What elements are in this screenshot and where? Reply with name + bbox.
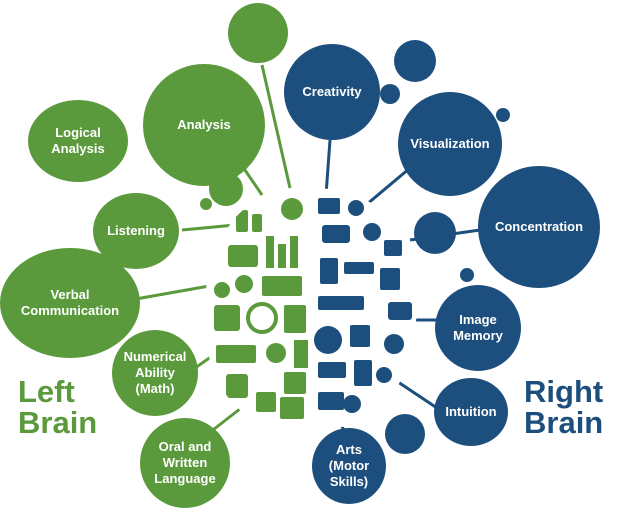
connector-top-green — [260, 64, 292, 189]
bubble-label: Numerical Ability (Math) — [123, 349, 187, 396]
bubble-label: Concentration — [494, 219, 584, 234]
right-brain-heading: Right Brain — [524, 376, 603, 438]
decorative-blue-circle — [394, 40, 436, 82]
first-aid-icon — [284, 372, 306, 394]
bubble-verbal-communication: Verbal Communication — [0, 248, 140, 358]
newspaper-icon — [280, 397, 304, 419]
connector-verbal — [129, 283, 216, 302]
left-brain-heading: Left Brain — [18, 376, 97, 438]
bubble-analysis: Analysis — [143, 64, 265, 186]
decorative-blue-circle — [385, 414, 425, 454]
bubble-label: Verbal Communication — [20, 287, 120, 318]
decorative-blue-dot — [460, 268, 474, 282]
right-brain-heading-line1: Right — [524, 374, 604, 409]
bubble-label: Arts (Motor Skills) — [328, 442, 370, 489]
bubble-logical-analysis: Logical Analysis — [28, 100, 128, 182]
right-brain-heading-line2: Brain — [524, 405, 604, 440]
bubble-label: Listening — [107, 223, 165, 238]
connector-intuition — [394, 378, 441, 412]
decorative-green-dot — [200, 198, 212, 210]
bubble-visualization: Visualization — [398, 92, 502, 196]
bubble-creativity: Creativity — [284, 44, 380, 140]
decorative-blue-circle — [414, 212, 456, 254]
left-brain-heading-line1: Left — [18, 374, 75, 409]
left-brain-hemisphere — [204, 188, 312, 428]
bubble-label: Creativity — [302, 84, 362, 99]
bubble-arts-motor-skills: Arts (Motor Skills) — [312, 428, 386, 504]
bubble-intuition: Intuition — [434, 378, 508, 446]
soccer-ball-icon — [314, 326, 342, 354]
bubble-label: Visualization — [410, 136, 490, 151]
decorative-green-circle — [228, 3, 288, 63]
bubble-label: Image Memory — [453, 312, 503, 343]
right-brain-hemisphere — [312, 188, 417, 428]
bar-chart-icon — [290, 236, 298, 268]
bubble-label: Intuition — [445, 404, 497, 419]
bubble-image-memory: Image Memory — [435, 285, 521, 371]
bubble-label: Logical Analysis — [51, 125, 105, 156]
connector-creativity — [324, 139, 332, 196]
bubble-oral-written-language: Oral and Written Language — [140, 418, 230, 508]
decorative-blue-dot — [380, 84, 400, 104]
camera-icon — [388, 302, 412, 320]
bubble-numerical-ability: Numerical Ability (Math) — [112, 330, 198, 416]
music-note-icon — [376, 367, 392, 383]
connector-listening — [181, 223, 236, 232]
bubble-label: Analysis — [177, 117, 231, 132]
bubble-concentration: Concentration — [478, 166, 600, 288]
lightbulb-icon — [384, 334, 404, 354]
money-bag-icon — [281, 198, 303, 220]
decorative-blue-dot — [496, 108, 510, 122]
left-brain-heading-line2: Brain — [18, 405, 98, 440]
bubble-label: Oral and Written Language — [154, 439, 216, 486]
